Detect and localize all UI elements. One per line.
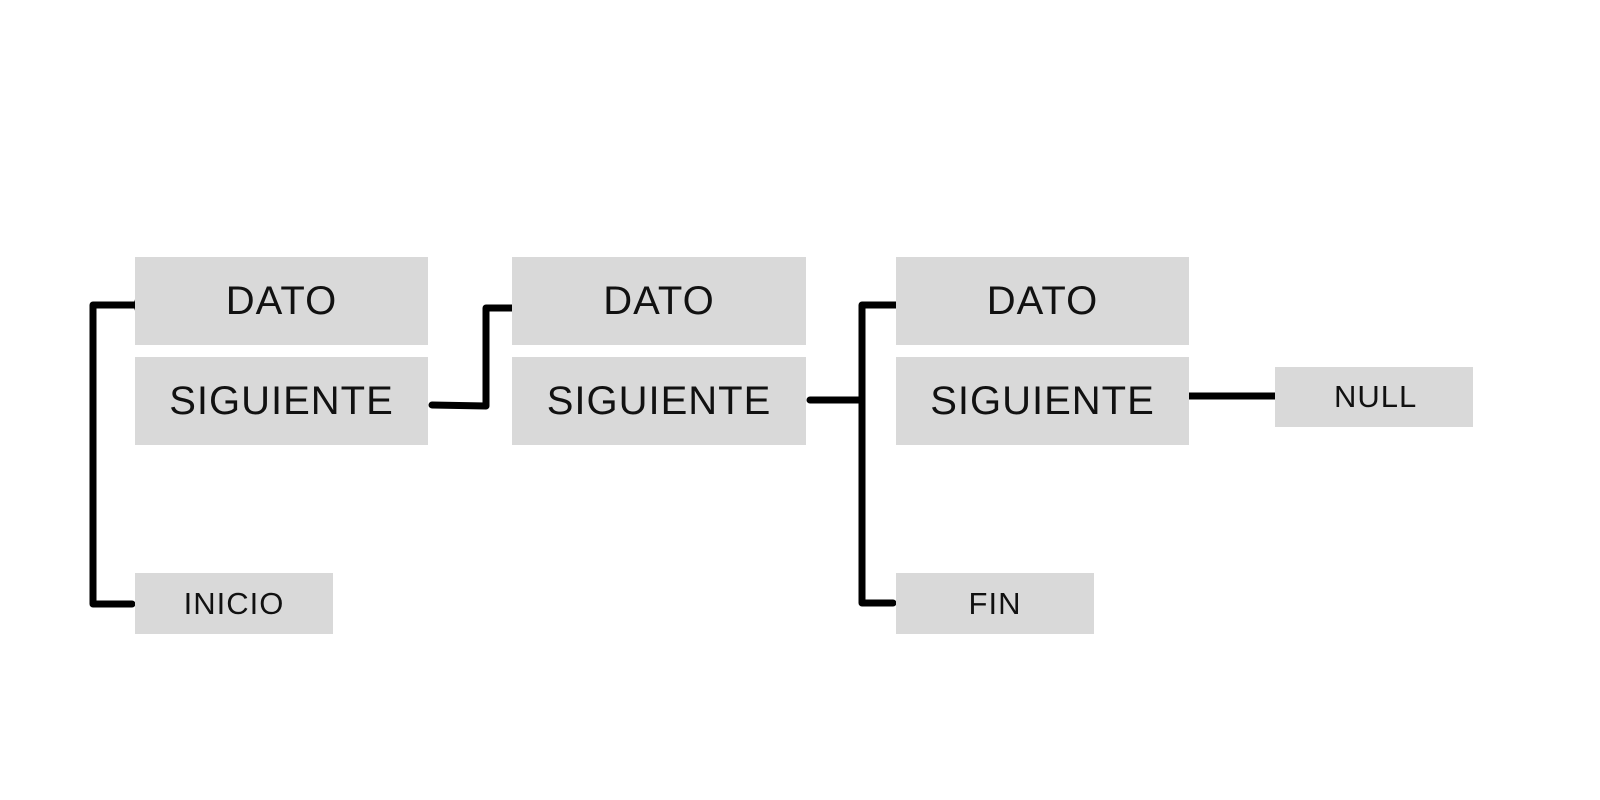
- node-2-dato-field: DATO: [512, 257, 806, 345]
- fin-label: FIN: [968, 585, 1022, 621]
- inicio-label: INICIO: [183, 585, 285, 621]
- inicio-pointer-box: INICIO: [135, 573, 333, 634]
- node-1-dato-label: DATO: [225, 278, 338, 323]
- node-1-siguiente-label: SIGUIENTE: [169, 378, 394, 423]
- node-1-dato-field: DATO: [135, 257, 428, 345]
- node-3-dato-field: DATO: [896, 257, 1189, 345]
- null-box: NULL: [1275, 367, 1473, 427]
- node-1-siguiente-field: SIGUIENTE: [135, 357, 428, 445]
- fin-pointer-box: FIN: [896, 573, 1094, 634]
- node-2-dato-label: DATO: [603, 278, 715, 323]
- node-3-siguiente-field: SIGUIENTE: [896, 357, 1189, 445]
- node-1-next-pointer-line: [428, 304, 523, 410]
- node-2-siguiente-field: SIGUIENTE: [512, 357, 806, 445]
- null-label: NULL: [1334, 379, 1418, 414]
- node-3-siguiente-label: SIGUIENTE: [930, 378, 1155, 423]
- node-2-siguiente-label: SIGUIENTE: [546, 378, 772, 423]
- fin-pointer-line: [858, 301, 901, 607]
- inicio-pointer-line: [89, 301, 139, 608]
- node-3-dato-label: DATO: [986, 278, 1099, 323]
